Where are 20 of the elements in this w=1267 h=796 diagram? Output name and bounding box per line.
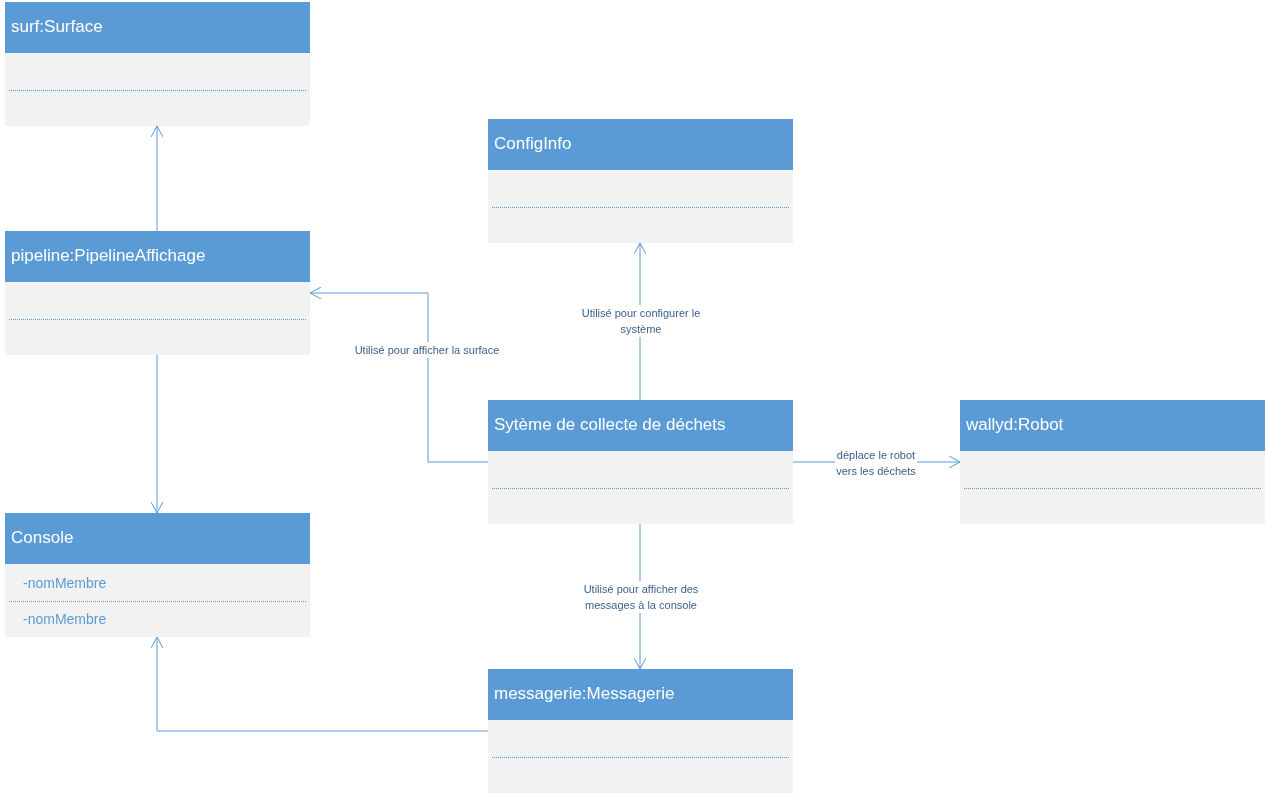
class-box (488, 400, 793, 524)
class-name: pipeline:PipelineAffichage (11, 246, 206, 266)
class-box (5, 513, 310, 637)
class-name: ConfigInfo (494, 134, 572, 154)
attribute-text: -nomMembre (23, 611, 107, 627)
association-arrow (150, 636, 489, 732)
association-arrow (150, 125, 164, 232)
class-name: Console (11, 528, 74, 548)
class-box (5, 2, 310, 126)
association-arrow (150, 354, 164, 514)
class-box (488, 119, 793, 243)
class-box (5, 231, 310, 355)
class-name: messagerie:Messagerie (494, 684, 675, 704)
class-box (488, 669, 793, 793)
attribute-text: -nomMembre (23, 575, 107, 591)
class-box (960, 400, 1265, 524)
association-arrow (309, 286, 489, 463)
class-name: surf:Surface (11, 17, 103, 37)
class-name: Sytème de collecte de déchets (494, 415, 726, 435)
class-name: wallyd:Robot (966, 415, 1064, 435)
